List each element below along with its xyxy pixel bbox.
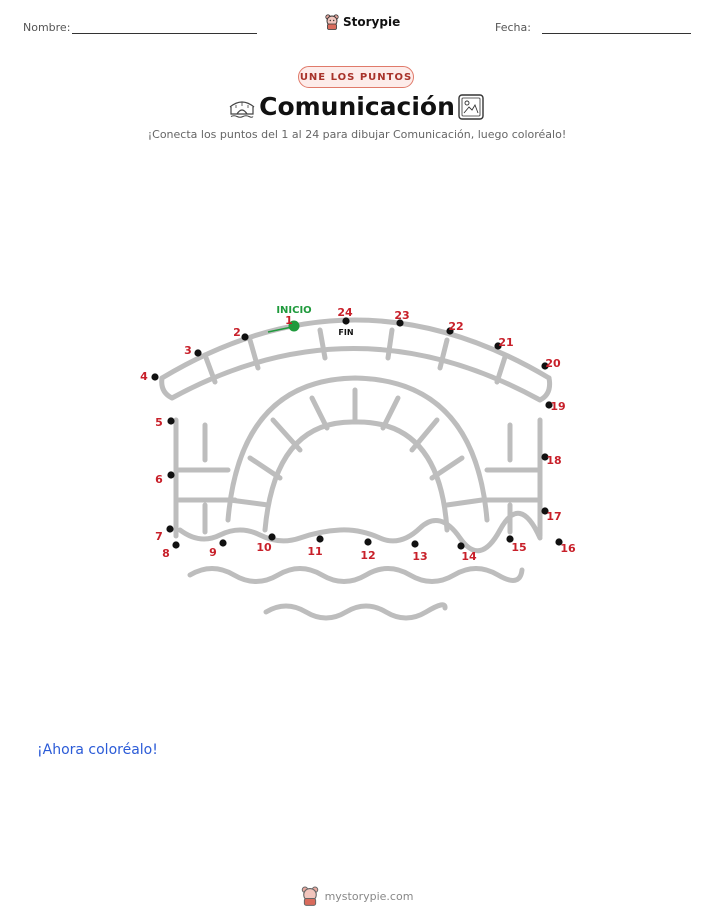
dot-label-22: 22 [448,320,463,333]
start-hint-line [267,326,293,333]
dot-label-20: 20 [545,357,561,370]
date-label: Fecha: [495,21,531,34]
date-line[interactable] [542,33,691,34]
dot-24[interactable] [342,317,350,325]
bridge-outline [159,317,553,621]
brand-logo: Storypie [325,14,400,30]
dot-label-19: 19 [550,400,565,413]
dot-label-4: 4 [140,370,148,383]
dot-23[interactable] [396,319,404,327]
activity-badge: UNE LOS PUNTOS [298,66,414,88]
page-title: Comunicación [259,92,455,121]
dot-21[interactable] [494,342,502,350]
name-label: Nombre: [23,21,71,34]
dot-5[interactable] [167,417,175,425]
dot-8[interactable] [172,541,180,549]
dot-label-18: 18 [546,454,561,467]
dot-10[interactable] [268,533,276,541]
dot-7[interactable] [166,525,174,533]
dot-17[interactable] [541,507,549,515]
dot-label-17: 17 [546,510,561,523]
dot-12[interactable] [364,538,372,546]
dot-label-21: 21 [498,336,513,349]
dot-15[interactable] [506,535,514,543]
dot-label-11: 11 [307,545,322,558]
dot-label-6: 6 [155,473,163,486]
dot-9[interactable] [219,539,227,547]
end-label: FIN [338,328,353,337]
dot-label-24: 24 [337,306,353,319]
name-line[interactable] [72,33,257,34]
dot-2[interactable] [241,333,249,341]
brand-name: Storypie [343,15,401,29]
footer-site: mystorypie.com [324,889,414,903]
bear-icon [301,886,318,906]
bridge-icon [229,101,255,118]
dot-1[interactable] [288,320,300,332]
dot-11[interactable] [316,535,324,543]
dot-13[interactable] [411,540,419,548]
instructions: ¡Conecta los puntos del 1 al 24 para dib… [147,128,567,141]
dot-label-9: 9 [209,546,217,559]
dot-label-14: 14 [461,550,477,563]
dot-4[interactable] [151,373,159,381]
dot-20[interactable] [541,362,549,370]
dot-label-3: 3 [184,344,192,357]
dot-22[interactable] [446,327,454,335]
start-label: INICIO [276,305,311,316]
dot-label-1: 1 [285,314,293,327]
dot-label-2: 2 [233,326,241,339]
dot-label-12: 12 [360,549,375,562]
dot-19[interactable] [545,401,553,409]
dot-label-10: 10 [256,541,272,554]
dot-label-13: 13 [412,550,427,563]
dot-label-8: 8 [162,547,170,560]
dot-label-16: 16 [560,542,576,555]
dot-14[interactable] [457,542,465,550]
dot-label-5: 5 [155,416,163,429]
dot-3[interactable] [194,349,202,357]
dot-16[interactable] [555,538,563,546]
dot-label-7: 7 [155,530,163,543]
dot-label-23: 23 [394,309,409,322]
dot-label-15: 15 [511,541,526,554]
picture-frame-icon [458,94,484,120]
bear-icon [325,14,339,30]
footer: mystorypie.com [0,886,714,906]
color-prompt: ¡Ahora coloréalo! [37,742,158,758]
dot-18[interactable] [541,453,549,461]
dot-6[interactable] [167,471,175,479]
